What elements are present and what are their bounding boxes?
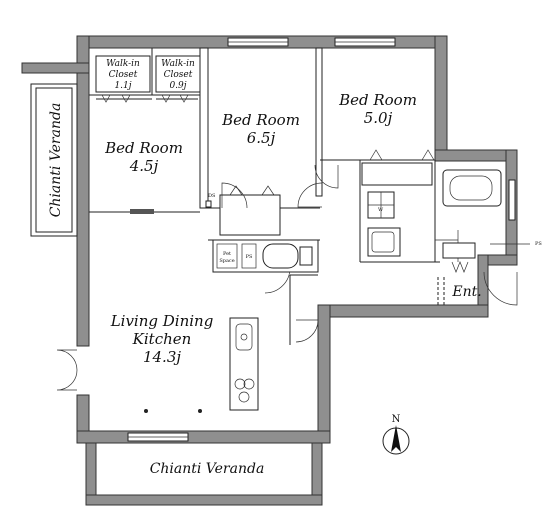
bath-fixtures xyxy=(367,169,502,273)
walkin-closet-1-line1: Walk-in xyxy=(106,59,140,69)
ps-label: PS xyxy=(535,241,542,247)
walkin-closet-2-line2: Closet xyxy=(164,70,193,80)
walkin-closet-2: Walk-in Closet 0.9j xyxy=(155,55,201,93)
closet-fixtures xyxy=(96,94,435,236)
walkin-closet-2-line1: Walk-in xyxy=(161,59,195,69)
pet-space-line2: Space xyxy=(219,258,234,264)
w-label: W xyxy=(378,207,384,213)
ldk-size: 14.3j xyxy=(143,348,181,366)
north-arrow-icon: N xyxy=(382,414,410,455)
walkin-closet-1-line2: Closet xyxy=(109,70,138,80)
windows xyxy=(127,37,516,442)
kitchen xyxy=(144,317,259,413)
west-veranda-label: Chianti Veranda xyxy=(48,103,64,218)
entrance-label: Ent. xyxy=(451,284,481,300)
ps-box-label: PS xyxy=(246,254,253,260)
entrance-floor xyxy=(437,243,530,305)
bedroom-2-size: 6.5j xyxy=(247,129,276,147)
ldk-line1: Living Dining xyxy=(110,312,214,330)
south-veranda-label: Chianti Veranda xyxy=(150,461,265,477)
compass-label: N xyxy=(392,414,401,425)
bedroom-1-name: Bed Room xyxy=(104,139,183,157)
walkin-closet-1-size: 1.1j xyxy=(114,81,131,91)
walkin-closet-2-size: 0.9j xyxy=(169,81,186,91)
bedroom-3-name: Bed Room xyxy=(338,91,417,109)
pet-space-line1: Pet xyxy=(223,251,231,257)
exterior-walls xyxy=(21,35,518,506)
west-veranda xyxy=(30,83,78,237)
walkin-closet-1: Walk-in Closet 1.1j xyxy=(95,55,151,93)
bedroom-3-size: 5.0j xyxy=(364,109,393,127)
bedroom-1-size: 4.5j xyxy=(129,157,159,175)
ds-label: DS xyxy=(208,193,216,199)
ldk-line2: Kitchen xyxy=(132,330,192,348)
toilet-room xyxy=(212,239,319,273)
bedroom-2-name: Bed Room xyxy=(221,111,300,129)
